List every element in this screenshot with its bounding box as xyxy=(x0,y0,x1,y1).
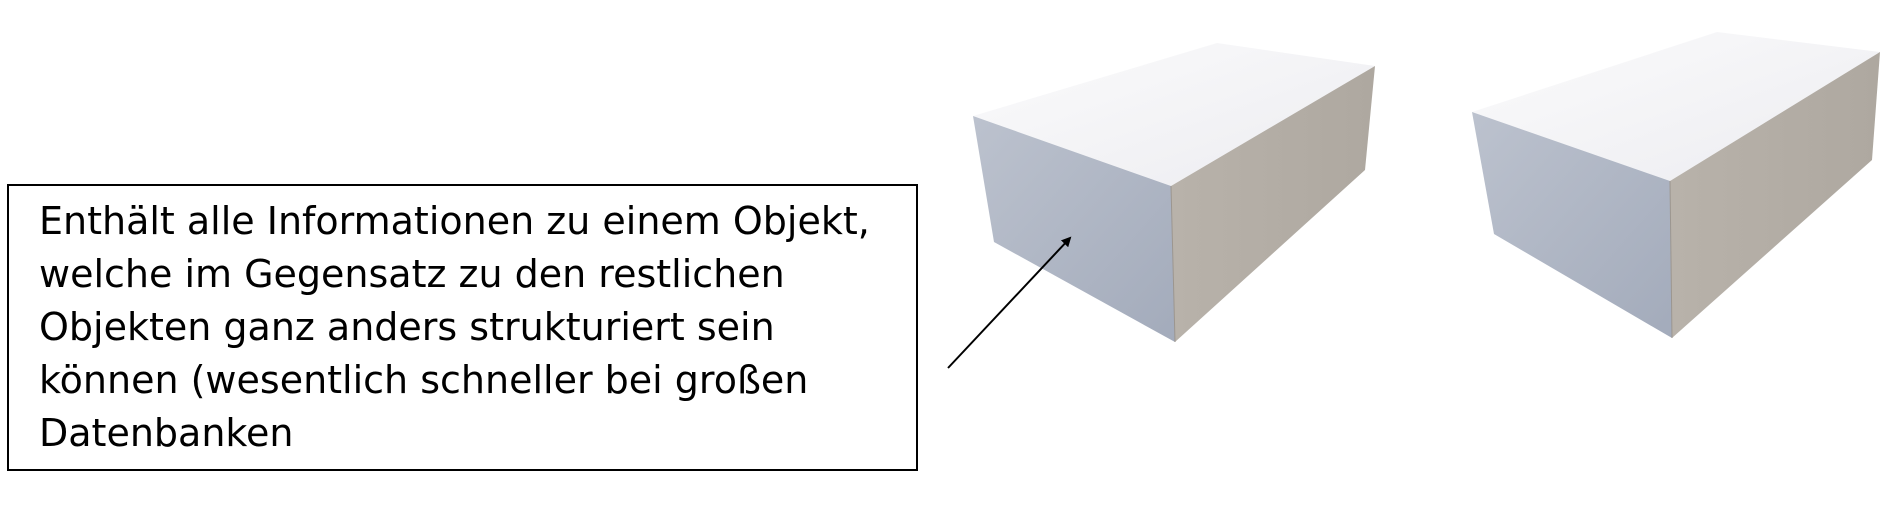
block-right-edge xyxy=(1669,180,1673,339)
block-left-side-face xyxy=(1171,66,1375,342)
block-left-front-face xyxy=(973,116,1175,342)
block-right xyxy=(1472,32,1880,339)
pointer-arrow xyxy=(947,236,1072,369)
callout-text-line-4: können (wesentlich schneller bei großen xyxy=(39,358,809,402)
callout-text-line-2: welche im Gegensatz zu den restlichen xyxy=(39,252,785,296)
block-left xyxy=(973,43,1375,343)
block-left-edge xyxy=(1170,185,1176,343)
callout-box: Enthält alle Informationen zu einem Obje… xyxy=(7,184,918,471)
callout-text-line-3: Objekten ganz anders strukturiert sein xyxy=(39,305,775,349)
block-right-front-face xyxy=(1472,112,1672,338)
callout-text-line-1: Enthält alle Informationen zu einem Obje… xyxy=(39,199,870,243)
block-right-side-face xyxy=(1670,52,1880,338)
block-left-top-face xyxy=(973,43,1375,186)
callout-text-line-5: Datenbanken xyxy=(39,411,294,455)
block-right-top-face xyxy=(1472,32,1880,181)
